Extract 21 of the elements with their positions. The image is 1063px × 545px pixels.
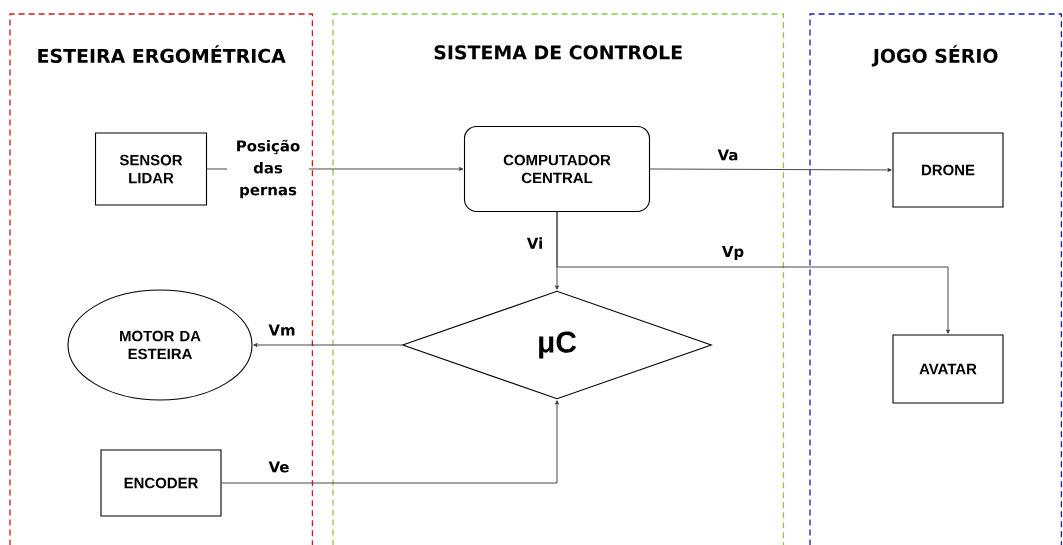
panel-heading: SISTEMA DE CONTROLE [434,45,682,60]
panel [332,13,785,545]
arrow [556,211,950,334]
process-box: COMPUTADOR CENTRAL [463,125,651,213]
panel-heading: ESTEIRA ERGOMÉTRICA [38,45,286,63]
edge-label: Va [717,149,738,161]
process-box: AVATAR [892,334,1004,404]
edge-label: Ve [268,461,289,473]
arrow [221,400,559,484]
edge-label: Vi [526,237,542,249]
edge-label: Vp [721,246,744,260]
panel [9,13,314,545]
arrow [253,343,403,347]
panel-heading: JOGO SÉRIO [871,45,998,67]
process-box: ENCODER [100,449,222,517]
process-box: SENSOR LIDAR [94,132,208,206]
edge-label: Vm [268,324,295,336]
arrow [649,168,892,172]
process-box: DRONE [892,132,1004,208]
panel [809,13,1063,545]
edge-label: Posição das pernas [237,139,300,199]
